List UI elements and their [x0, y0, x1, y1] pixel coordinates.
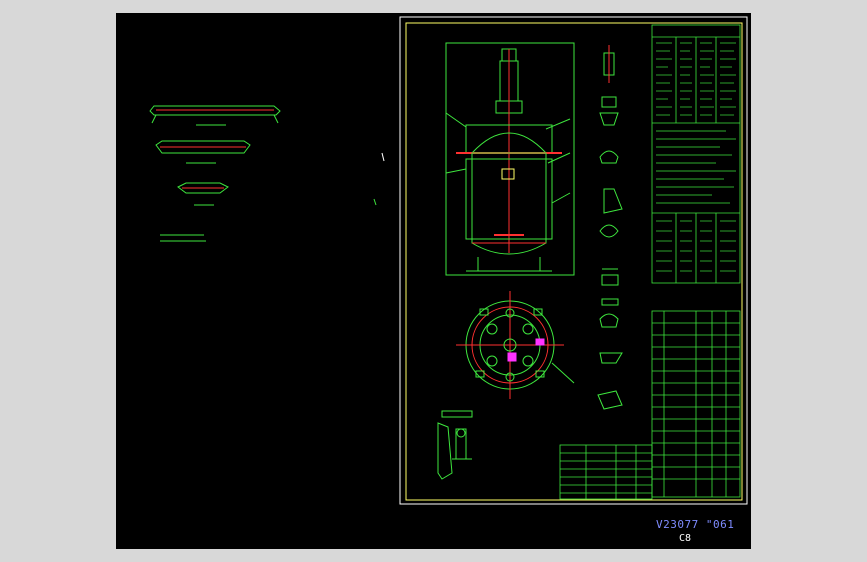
flange-section-detail: [437, 410, 473, 480]
vessel-elevation-view: [445, 42, 575, 276]
vessel-plan-view: [456, 291, 575, 399]
inner-border: [405, 22, 743, 501]
detail-sketch-group: [149, 105, 281, 242]
notes-hatching: [656, 42, 736, 272]
parts-list-table: [651, 310, 741, 498]
title-block: [559, 444, 653, 500]
drawing-sub-label: C8: [679, 533, 692, 544]
drawing-code-label: V23077 "061: [656, 518, 735, 531]
cad-viewport[interactable]: V23077 "061 C8: [116, 13, 751, 549]
reactor-assembly-drawing: [149, 16, 748, 505]
technical-notes-table: [651, 24, 741, 284]
outer-border: [399, 16, 748, 505]
part-details-column: [597, 45, 623, 410]
stray-markers: [373, 152, 385, 206]
